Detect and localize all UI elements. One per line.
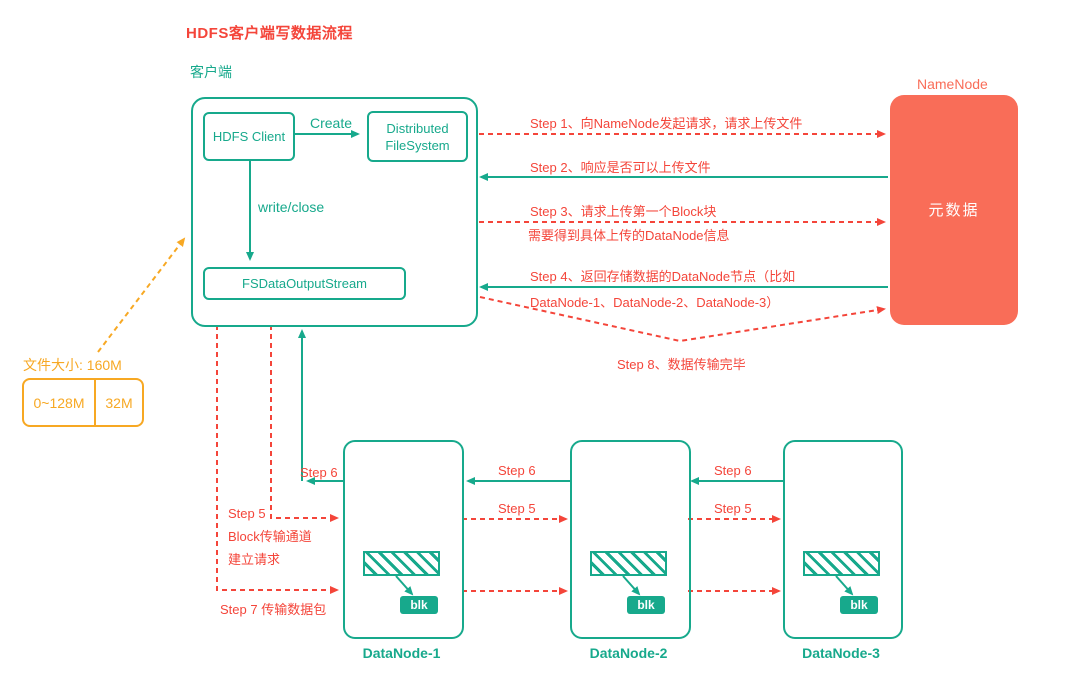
datanode-1-label: DataNode-1 [362,645,441,661]
distributed-filesystem-label-line2: FileSystem [385,137,450,153]
datanode-1-box[interactable] [343,440,464,639]
fsdataoutputstream-label: FSDataOutputStream [242,276,367,291]
step1-label: Step 1、向NameNode发起请求，请求上传文件 [530,116,803,131]
step5-label-line3: 建立请求 [228,552,281,567]
datanode-3-blk-badge: blk [840,596,878,614]
step3-label-line1: Step 3、请求上传第一个Block块 [530,204,717,219]
create-arrow-label: Create [310,115,353,131]
namenode-content: 元数据 [928,201,980,219]
step8-label: Step 8、数据传输完毕 [617,357,746,372]
step5-dn1-dn2-label: Step 5 [498,501,536,516]
datanode-3-blk-label: blk [850,598,868,612]
namenode-label: NameNode [917,76,988,92]
client-label: 客户端 [190,64,232,80]
client-container-box [191,97,478,327]
step3-label-line2: 需要得到具体上传的DataNode信息 [528,228,730,243]
step6-dn2-dn3-label: Step 6 [714,463,752,478]
file-size-label: 文件大小: 160M [23,357,122,373]
step6-dn1-dn2-label: Step 6 [498,463,536,478]
file-size-arrow [97,237,186,353]
step7-label: Step 7 传输数据包 [220,602,327,617]
datanode-2-blk-badge: blk [627,596,665,614]
step5-arrow [270,325,339,522]
datanode-3-box[interactable] [783,440,903,639]
fsdataoutputstream-box[interactable]: FSDataOutputStream [203,267,406,300]
file-block-0-128: 0~128M [24,380,96,425]
hdfs-client-box[interactable]: HDFS Client [203,112,295,161]
datanode-2-label: DataNode-2 [589,645,668,661]
datanode-1-blk-label: blk [410,598,428,612]
step4-label-line2: DataNode-1、DataNode-2、DataNode-3） [530,295,780,310]
step5-label-line1: Step 5 [228,506,266,521]
datanode-1-blk-badge: blk [400,596,438,614]
step6-client-label: Step 6 [300,465,338,480]
datanode-2-blk-label: blk [637,598,655,612]
step5-dn2-dn3-label: Step 5 [714,501,752,516]
datanode-2-box[interactable] [570,440,691,639]
file-block-32: 32M [105,394,133,411]
step4-label-line1: Step 4、返回存储数据的DataNode节点（比如 [530,269,796,284]
datanode-3-block-hatch [803,551,880,576]
hdfs-client-box-label: HDFS Client [212,129,286,144]
step2-label: Step 2、响应是否可以上传文件 [530,160,711,175]
datanode-2-block-hatch [590,551,667,576]
namenode-box[interactable]: 元数据 [890,95,1018,325]
datanode-3-label: DataNode-3 [802,645,880,661]
write-close-arrow-label: write/close [258,199,325,215]
distributed-filesystem-box[interactable]: Distributed FileSystem [367,111,468,162]
page-title: HDFS客户端写数据流程 [186,25,353,42]
file-size-box: 0~128M 32M [22,378,144,427]
datanode-1-block-hatch [363,551,440,576]
distributed-filesystem-label-line1: Distributed [386,120,449,136]
step5-label-line2: Block传输通道 [228,529,312,544]
